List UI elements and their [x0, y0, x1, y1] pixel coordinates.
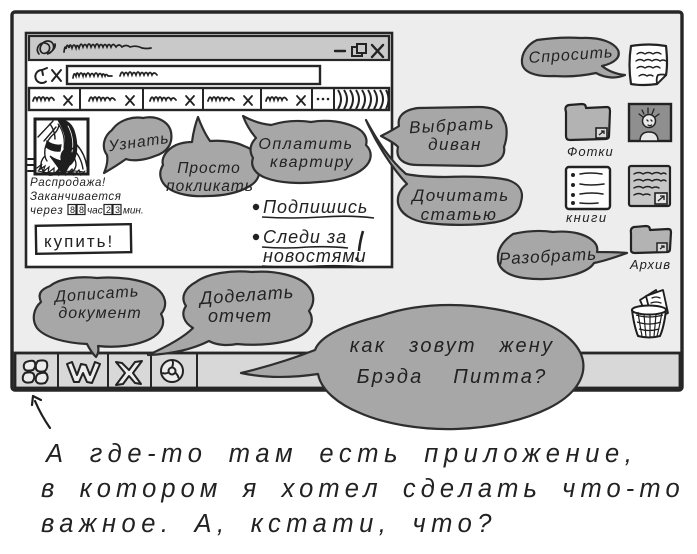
svg-text:через: через: [30, 205, 63, 217]
svg-text:статью: статью: [421, 205, 498, 224]
svg-text:книги: книги: [566, 210, 608, 225]
svg-text:Подпишись: Подпишись: [263, 197, 368, 217]
svg-text:Заканчивается: Заканчивается: [30, 191, 122, 203]
svg-text:Следи за: Следи за: [263, 227, 347, 247]
svg-text:купить!: купить!: [44, 232, 114, 251]
svg-text:в котором я хотел сделать что-: в котором я хотел сделать что-то: [41, 475, 685, 503]
svg-text:Оплатить: Оплатить: [258, 136, 353, 153]
svg-text:Архив: Архив: [629, 257, 671, 272]
svg-text:как зовут жену: как зовут жену: [350, 335, 554, 357]
svg-text:Фотки: Фотки: [567, 144, 614, 159]
svg-text:квартиру: квартиру: [270, 154, 354, 171]
svg-text:диван: диван: [428, 135, 482, 154]
svg-text:Выбрать: Выбрать: [409, 114, 496, 137]
svg-text:документ: документ: [58, 305, 141, 322]
svg-text:час: час: [87, 206, 103, 217]
svg-text:8: 8: [79, 205, 84, 215]
svg-text:новостями: новостями: [263, 246, 367, 266]
svg-text:Просто: Просто: [177, 160, 241, 177]
svg-text:8: 8: [70, 205, 75, 215]
svg-text:А где-то там есть приложение,: А где-то там есть приложение,: [44, 440, 637, 468]
svg-text:Распродажа!: Распродажа!: [30, 177, 106, 189]
svg-text:Спросить: Спросить: [528, 44, 614, 67]
svg-text:покликать: покликать: [166, 178, 254, 195]
svg-text:Дочитать: Дочитать: [410, 186, 509, 205]
svg-text:Дописать: Дописать: [52, 283, 139, 306]
svg-text:отчет: отчет: [208, 306, 272, 326]
svg-text:Брэда Питта?: Брэда Питта?: [357, 366, 548, 388]
svg-text:важное. А, кстати, что?: важное. А, кстати, что?: [41, 510, 497, 538]
svg-text:2: 2: [106, 205, 111, 215]
svg-text:мин.: мин.: [123, 206, 144, 217]
svg-text:3: 3: [115, 205, 120, 215]
